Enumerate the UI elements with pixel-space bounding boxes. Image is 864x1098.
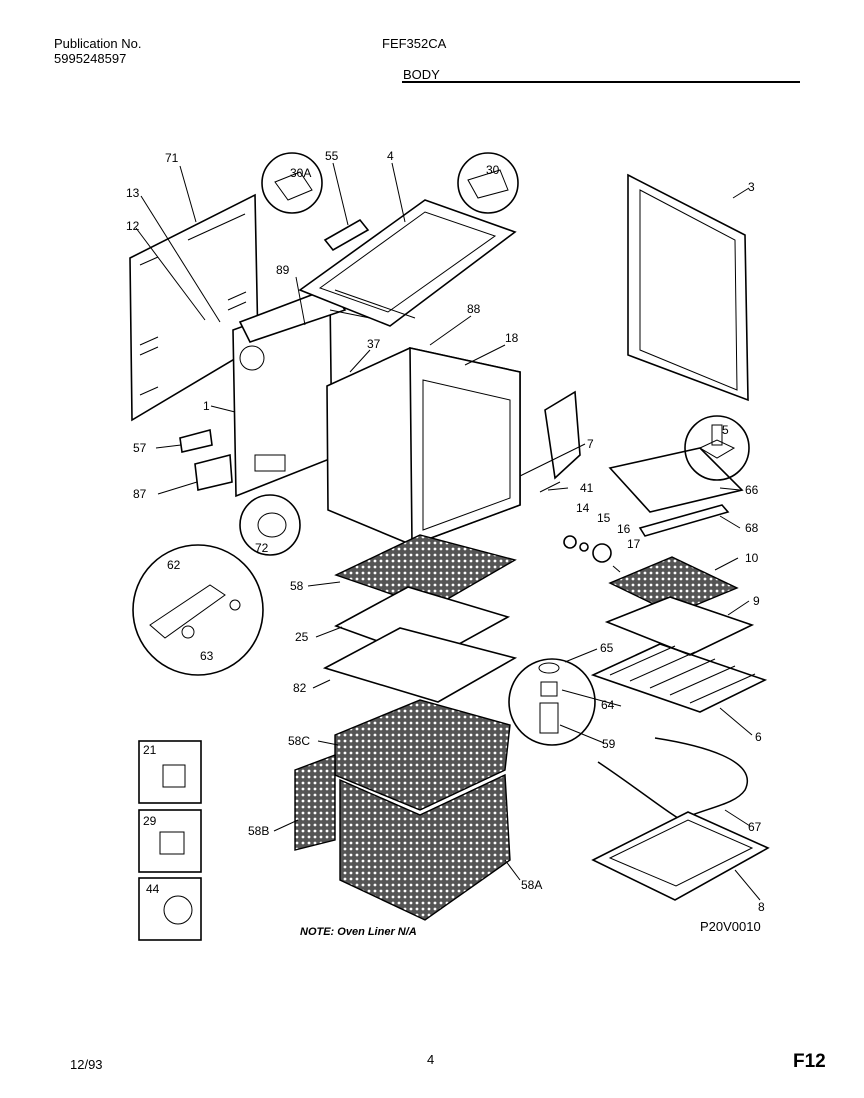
part-box-21: [138, 740, 202, 804]
callout-14: 14: [576, 501, 590, 515]
callout-25: 25: [295, 630, 309, 644]
callout-62: 62: [167, 558, 181, 572]
insulation-blanket-part: [294, 699, 511, 921]
bracket-7: [544, 390, 581, 480]
oven-liner-note: NOTE: Oven Liner N/A: [300, 926, 417, 938]
oven-cavity-part: [326, 347, 521, 547]
callout-5: 5: [722, 423, 729, 437]
figure-code: F12: [793, 1051, 826, 1072]
part-box-29: [138, 809, 202, 873]
callout-64: 64: [601, 698, 615, 712]
callout-66: 66: [745, 483, 759, 497]
switch-41: [539, 481, 561, 493]
detail-30a: [261, 152, 323, 214]
callout-13: 13: [126, 186, 140, 200]
oven-rack-part: [590, 643, 768, 713]
callout-30a: 30A: [290, 166, 311, 180]
callout-88: 88: [467, 302, 481, 316]
side-panel-part: [627, 173, 749, 402]
callout-55: 55: [325, 149, 339, 163]
callout-3: 3: [748, 180, 755, 194]
rack-support-part: [638, 504, 730, 537]
light-socket-part: [563, 535, 577, 549]
footer-date: 12/93: [70, 1057, 103, 1072]
bottom-pan-part: [591, 811, 770, 901]
bake-element-lead: [597, 761, 691, 826]
callout-63: 63: [200, 649, 214, 663]
callout-72: 72: [255, 541, 269, 555]
callout-58: 58: [290, 579, 304, 593]
light-cover-part: [592, 543, 612, 563]
light-screw-part: [612, 565, 621, 573]
callout-30: 30: [486, 163, 500, 177]
callout-7: 7: [587, 437, 594, 451]
plate-87: [194, 453, 233, 491]
callout-16: 16: [617, 522, 631, 536]
leader-lines: [135, 162, 761, 901]
callout-87: 87: [133, 487, 147, 501]
model-number: FEF352CA: [382, 36, 447, 51]
callout-71: 71: [165, 151, 179, 165]
callout-8: 8: [758, 900, 765, 914]
light-bulb-part: [579, 542, 589, 552]
callout-15: 15: [597, 511, 611, 525]
callout-29: 29: [143, 814, 157, 828]
callout-67: 67: [748, 820, 762, 834]
callout-37: 37: [367, 337, 381, 351]
callout-10: 10: [745, 551, 759, 565]
plate-57: [179, 428, 213, 453]
publication-label: Publication No.: [54, 36, 142, 51]
bake-element-wire: [654, 737, 748, 821]
callout-4: 4: [387, 149, 394, 163]
callout-65: 65: [600, 641, 614, 655]
callout-17: 17: [627, 537, 641, 551]
detail-drain: [508, 658, 596, 746]
publication-number: 5995248597: [54, 51, 127, 66]
part-box-44: [138, 877, 202, 941]
callout-1: 1: [203, 399, 210, 413]
detail-leveler: [684, 415, 750, 481]
section-title: BODY: [403, 67, 440, 82]
callout-9: 9: [753, 594, 760, 608]
callout-44: 44: [146, 882, 160, 896]
broil-pan-part: [604, 596, 755, 656]
back-panel-part: [129, 193, 259, 422]
lower-plate-part: [322, 627, 518, 703]
callout-21: 21: [143, 743, 157, 757]
control-frame-part: [232, 287, 347, 498]
detail-72: [239, 494, 301, 556]
header-rule: [402, 81, 800, 83]
callout-68: 68: [745, 521, 759, 535]
callout-59: 59: [602, 737, 616, 751]
callout-82: 82: [293, 681, 307, 695]
callout-58a: 58A: [521, 878, 542, 892]
detail-terminal-block: [132, 544, 264, 676]
callout-6: 6: [755, 730, 762, 744]
detail-30: [457, 152, 519, 214]
callout-58c: 58C: [288, 734, 310, 748]
drawing-code: P20V0010: [700, 919, 761, 934]
callout-41: 41: [580, 481, 594, 495]
bracket-part: [323, 218, 370, 252]
callout-58b: 58B: [248, 824, 269, 838]
callout-89: 89: [276, 263, 290, 277]
callout-labels: 71 13 12 55 4 30 30A 89 3 88 18 37 1 57 …: [126, 149, 765, 914]
broil-element-part: [608, 447, 744, 513]
callout-18: 18: [505, 331, 519, 345]
callout-12: 12: [126, 219, 140, 233]
page-number: 4: [427, 1052, 435, 1067]
callout-57: 57: [133, 441, 147, 455]
top-frame-part: [298, 199, 517, 327]
